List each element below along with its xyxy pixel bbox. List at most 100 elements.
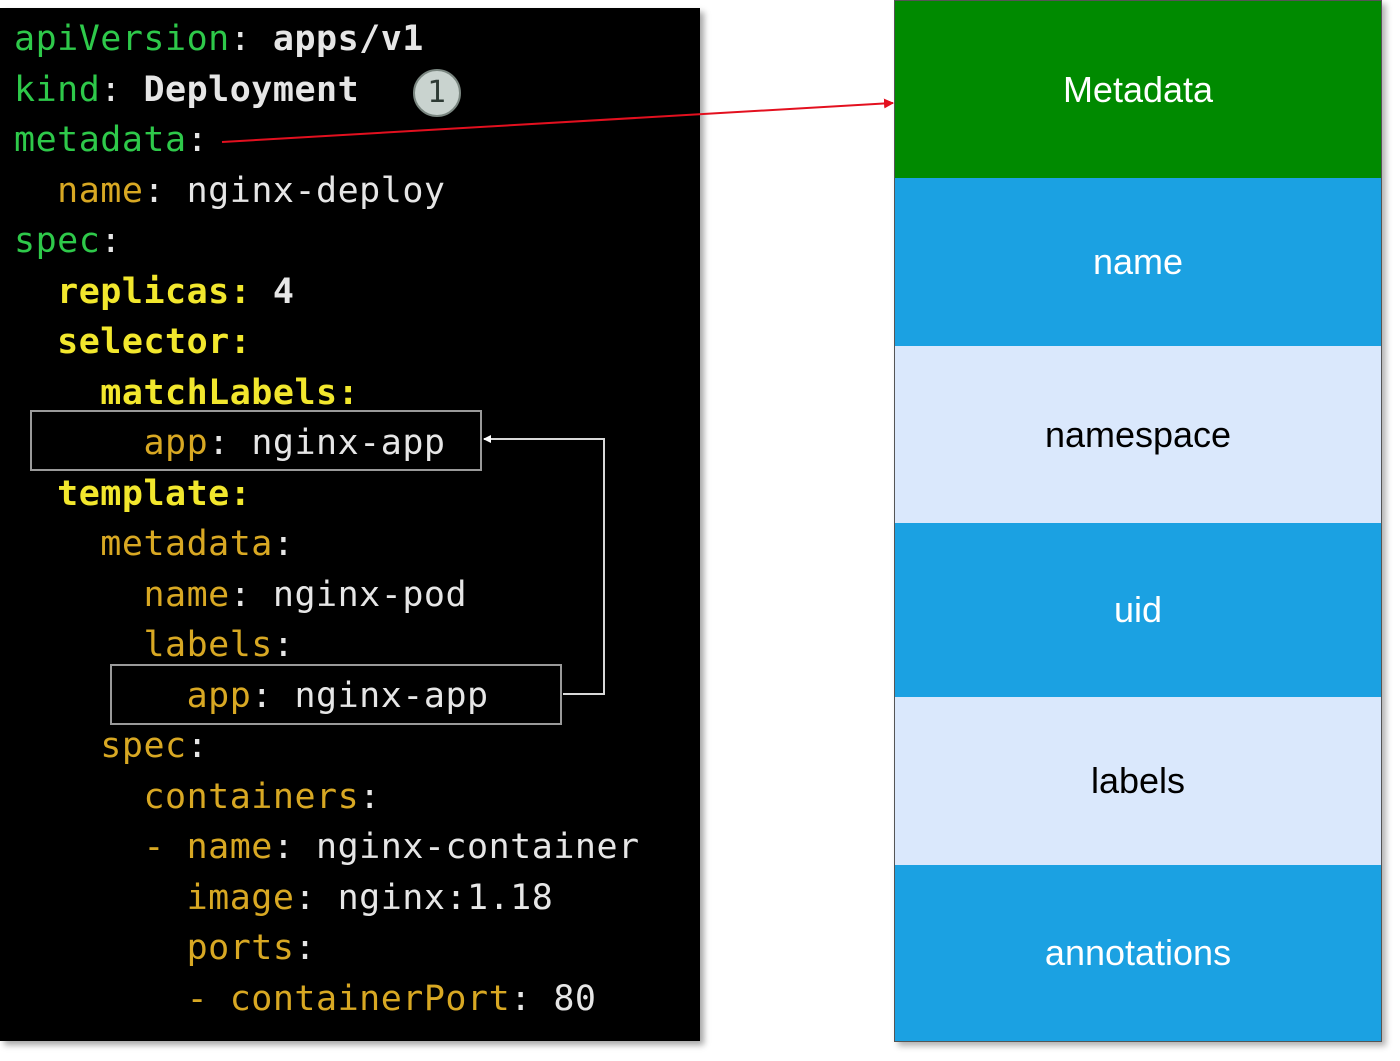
- code-key: metadata: [14, 120, 187, 160]
- code-separator: :: [272, 625, 295, 665]
- code-separator: :: [229, 473, 252, 514]
- code-line: app: nginx-app: [14, 418, 445, 468]
- code-indent: -: [14, 827, 187, 867]
- code-key: labels: [143, 625, 273, 665]
- code-line: app: nginx-app: [14, 671, 489, 721]
- code-indent: [14, 878, 187, 918]
- code-separator: :: [229, 574, 273, 615]
- code-line: name: nginx-pod: [14, 570, 467, 620]
- code-line: template:: [14, 469, 251, 519]
- code-separator: :: [294, 928, 317, 968]
- code-value: 4: [272, 271, 295, 312]
- code-indent: [14, 777, 143, 817]
- code-line: - containerPort: 80: [14, 974, 596, 1024]
- code-separator: :: [229, 271, 273, 312]
- code-line: name: nginx-deploy: [14, 166, 445, 216]
- code-separator: :: [208, 423, 252, 463]
- selector-label-box: [30, 410, 482, 471]
- block-label: uid: [1113, 589, 1163, 630]
- code-separator: :: [143, 170, 187, 211]
- step-badge: 1: [413, 69, 461, 117]
- code-indent: [14, 373, 100, 413]
- block-namespace: namespace: [895, 346, 1381, 523]
- code-separator: :: [186, 120, 209, 160]
- block-metadata: Metadata: [895, 1, 1381, 178]
- code-line: metadata:: [14, 519, 294, 569]
- code-line: kind: Deployment: [14, 65, 359, 115]
- code-key: image: [186, 877, 295, 918]
- code-value: 80: [553, 978, 597, 1019]
- code-line: - name: nginx-container: [14, 822, 640, 872]
- code-indent: [14, 524, 100, 564]
- code-value: apps/v1: [272, 19, 424, 59]
- code-separator: :: [229, 19, 273, 59]
- block-label: annotations: [1044, 932, 1232, 973]
- code-key: apiVersion: [14, 19, 230, 59]
- code-value: nginx-container: [316, 827, 640, 867]
- code-line: matchLabels:: [14, 368, 359, 418]
- code-key: kind: [14, 69, 101, 110]
- code-separator: :: [294, 877, 338, 918]
- code-separator: :: [100, 221, 122, 261]
- code-key: spec: [100, 726, 187, 766]
- code-key: ports: [186, 928, 295, 968]
- code-separator: :: [337, 372, 360, 413]
- code-key: matchLabels: [100, 372, 338, 413]
- code-separator: :: [229, 322, 252, 362]
- code-key: metadata: [100, 524, 273, 564]
- code-value: nginx-app: [251, 423, 446, 463]
- code-indent: [14, 625, 143, 665]
- code-key: replicas: [57, 271, 230, 312]
- code-separator: :: [251, 675, 295, 716]
- block-label: name: [1092, 241, 1184, 282]
- code-indent: [14, 726, 100, 766]
- code-line: selector:: [14, 317, 251, 367]
- block-labels: labels: [895, 697, 1381, 865]
- code-indent: [14, 171, 57, 211]
- code-indent: [14, 474, 57, 514]
- code-separator: :: [359, 776, 381, 817]
- code-value: nginx-pod: [272, 574, 468, 615]
- block-label: namespace: [1044, 413, 1232, 455]
- code-indent: [14, 272, 57, 312]
- code-key: app: [186, 675, 252, 716]
- code-line: metadata:: [14, 115, 208, 165]
- block-label: Metadata: [1062, 68, 1214, 110]
- code-line: image: nginx:1.18: [14, 873, 553, 923]
- code-separator: :: [100, 69, 144, 110]
- code-key: containerPort: [229, 978, 511, 1019]
- code-key: template: [57, 473, 230, 514]
- code-line: labels:: [14, 620, 294, 670]
- template-label-box: [110, 664, 562, 725]
- code-line: apiVersion: apps/v1: [14, 14, 424, 64]
- code-key: spec: [14, 221, 101, 261]
- metadata-fields-stack: Metadata name namespace uid labels annotation…: [894, 0, 1382, 1042]
- block-annotations: annotations: [895, 865, 1381, 1041]
- block-uid: uid: [895, 523, 1381, 697]
- code-line: replicas: 4: [14, 267, 294, 317]
- code-key: selector: [57, 322, 230, 362]
- code-key: app: [143, 423, 209, 463]
- code-indent: [14, 322, 57, 362]
- code-value: nginx-deploy: [186, 170, 446, 211]
- code-separator: :: [272, 827, 317, 867]
- code-line: spec:: [14, 216, 122, 266]
- code-indent: -: [14, 978, 230, 1019]
- block-name: name: [895, 178, 1381, 346]
- code-key: name: [57, 170, 144, 211]
- code-indent: [14, 575, 143, 615]
- code-separator: :: [186, 726, 209, 766]
- code-value: nginx-app: [294, 675, 489, 716]
- code-key: containers: [143, 776, 360, 817]
- code-separator: :: [510, 978, 554, 1019]
- code-line: containers:: [14, 772, 381, 822]
- block-label: labels: [1090, 760, 1186, 801]
- code-key: name: [186, 827, 273, 867]
- code-separator: :: [272, 524, 295, 564]
- code-key: name: [143, 574, 230, 615]
- code-line: ports:: [14, 923, 316, 973]
- code-indent: [14, 928, 187, 968]
- code-value: Deployment: [143, 69, 360, 110]
- code-value: nginx:1.18: [337, 877, 554, 918]
